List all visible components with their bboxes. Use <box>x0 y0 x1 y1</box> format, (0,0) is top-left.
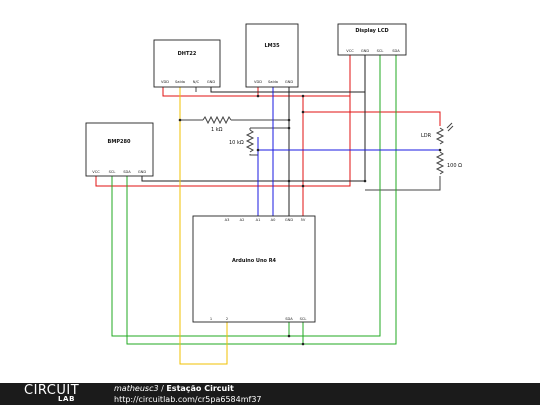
resistor-1k-value: 1 kΩ <box>211 127 223 133</box>
arduino-pin-2: 2 <box>226 317 228 321</box>
dht22-pin-saida: Saída <box>175 80 185 84</box>
arduino-pin-scl: SCL <box>300 317 307 321</box>
author-name[interactable]: matheusc3 <box>114 384 159 393</box>
arduino-pin-a1: A1 <box>256 218 261 222</box>
arduino-pin-1: 1 <box>210 317 212 321</box>
lm35-name: LM35 <box>264 43 280 49</box>
footer-bar: CIRCUIT LAB matheusc3 / Estação Circuit … <box>0 383 540 405</box>
lcd-pin-scl: SCL <box>377 49 384 53</box>
lcd-display[interactable]: Display LCD VCC GND SCL SDA <box>337 23 407 56</box>
lm35-pin-saida: Saída <box>268 80 278 84</box>
arduino-board[interactable]: Arduino Uno R4 A3 A2 A1 A0 GND 5V 1 2 SD… <box>192 215 316 323</box>
title-separator: / <box>158 384 167 393</box>
ldr-sensor[interactable]: LDR <box>421 122 454 146</box>
ldr-label: LDR <box>421 133 432 139</box>
bmp280-pin-sda: SDA <box>123 170 131 174</box>
schematic-canvas: DHT22 VDD Saída N/C GND LM35 VDD Saída G… <box>85 23 462 365</box>
power-wires <box>95 55 441 216</box>
arduino-pin-a3: A3 <box>225 218 230 222</box>
lcd-pin-gnd: GND <box>361 49 369 53</box>
dht22-pin-vdd: VDD <box>161 80 169 84</box>
lm35-sensor[interactable]: LM35 VDD Saída GND <box>245 23 299 88</box>
resistor-1k[interactable]: 1 kΩ <box>202 115 232 133</box>
arduino-pin-a0: A0 <box>271 218 276 222</box>
project-title: matheusc3 / Estação Circuit <box>114 384 234 394</box>
arduino-name: Arduino Uno R4 <box>232 258 277 264</box>
analog-wires <box>257 87 440 216</box>
resistor-10k[interactable]: 10 kΩ <box>229 129 255 154</box>
lcd-name: Display LCD <box>355 28 388 34</box>
project-name[interactable]: Estação Circuit <box>166 384 234 393</box>
junction-dots <box>178 94 442 346</box>
dht22-pin-nc: N/C <box>193 80 200 84</box>
resistor-10k-value: 10 kΩ <box>229 140 244 146</box>
dht22-pin-gnd: GND <box>207 80 215 84</box>
lm35-pin-gnd: GND <box>285 80 293 84</box>
digital-wires <box>179 87 228 365</box>
circuitlab-logo[interactable]: CIRCUIT <box>24 383 80 398</box>
lm35-pin-vdd: VDD <box>254 80 262 84</box>
bmp280-pin-scl: SCL <box>109 170 116 174</box>
bmp280-pin-vcc: VCC <box>92 170 100 174</box>
i2c-wires <box>111 55 397 345</box>
arduino-pin-5v: 5V <box>301 218 306 222</box>
bmp280-pin-gnd: GND <box>138 170 146 174</box>
dht22-sensor[interactable]: DHT22 VDD Saída N/C GND <box>153 39 221 88</box>
bmp280-sensor[interactable]: BMP280 VCC SCL SDA GND <box>85 122 154 177</box>
bmp280-name: BMP280 <box>108 139 131 145</box>
lcd-pin-vcc: VCC <box>346 49 354 53</box>
arduino-pin-a2: A2 <box>240 218 245 222</box>
lcd-pin-sda: SDA <box>392 49 400 53</box>
dht22-name: DHT22 <box>178 51 197 57</box>
resistor-100[interactable]: 100 Ω <box>435 151 462 176</box>
arduino-pin-sda: SDA <box>285 317 293 321</box>
project-url[interactable]: http://circuitlab.com/cr5pa6584mf37 <box>114 395 262 404</box>
resistor-100-value: 100 Ω <box>447 163 462 169</box>
circuitlab-logo-lab: LAB <box>58 395 76 403</box>
arduino-pin-gnd: GND <box>285 218 293 222</box>
